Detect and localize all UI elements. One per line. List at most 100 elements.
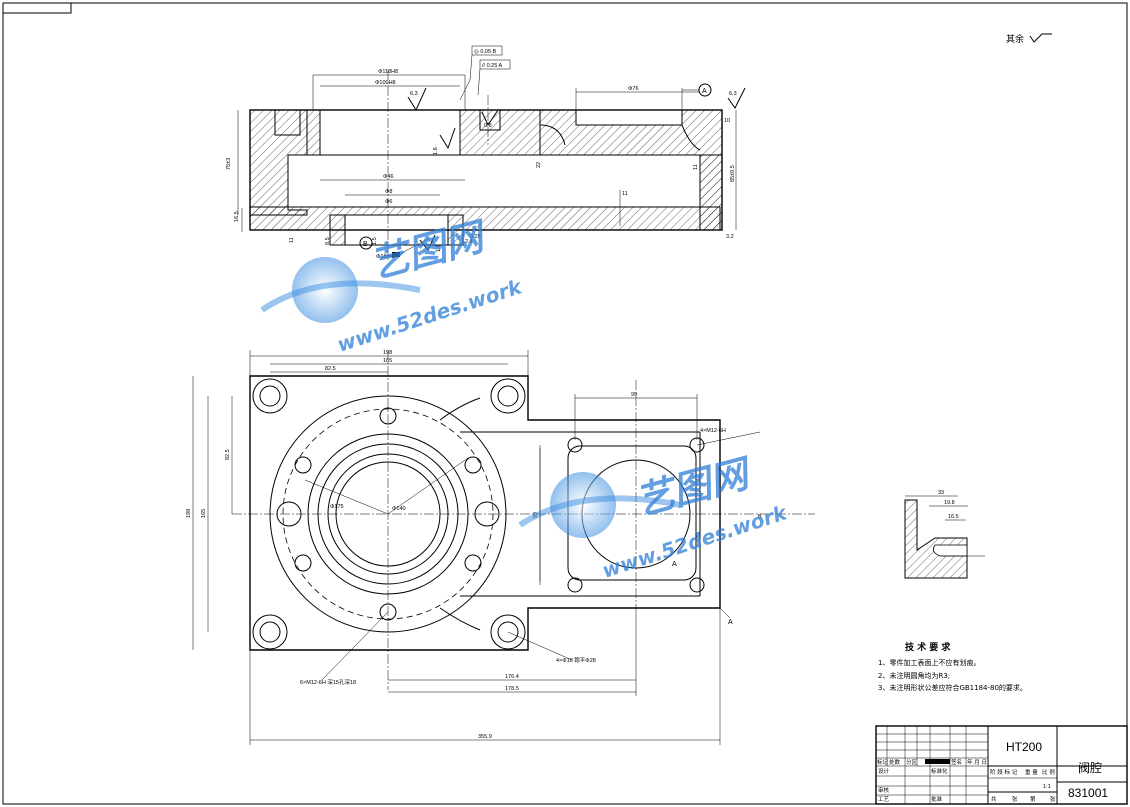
- svg-text:◎ 0.05 B: ◎ 0.05 B: [474, 49, 497, 55]
- svg-text:6.3: 6.3: [410, 91, 418, 97]
- watermark-logo: 艺图网 www.52des.work: [518, 450, 791, 583]
- svg-text:198: 198: [186, 509, 192, 518]
- svg-text:82.5: 82.5: [325, 366, 336, 372]
- svg-text:33: 33: [938, 490, 944, 496]
- svg-text:10: 10: [724, 118, 730, 124]
- square-hole: [567, 437, 583, 453]
- svg-text:Φ46: Φ46: [383, 174, 394, 180]
- svg-text:B: B: [363, 241, 368, 248]
- svg-text:Φ140: Φ140: [392, 506, 406, 512]
- svg-text:8.5: 8.5: [325, 237, 331, 245]
- svg-text:2.4: 2.4: [465, 239, 473, 245]
- svg-text:99: 99: [631, 392, 637, 398]
- svg-text:1:1: 1:1: [1043, 784, 1051, 790]
- svg-text:4×M12-6H: 4×M12-6H: [700, 428, 726, 434]
- tolerance-frame: // 0.25 A: [479, 59, 511, 70]
- svg-text:19.8: 19.8: [944, 500, 955, 506]
- datum-a: A: [682, 83, 712, 97]
- svg-text:Φ118H8: Φ118H8: [378, 69, 398, 75]
- detail-view: 33 19.8 16.5: [904, 490, 985, 579]
- svg-text:标记: 标记: [877, 758, 889, 766]
- svg-text:3.2: 3.2: [726, 234, 734, 240]
- section-view: Φ118H8 Φ100H8 Φ76 Φ46 Φ8 Φ6 75±3 16.5 11…: [226, 45, 746, 260]
- svg-text:82.5: 82.5: [225, 449, 231, 460]
- svg-text:技 术 要 求: 技 术 要 求: [905, 641, 951, 653]
- svg-text:85±0.5: 85±0.5: [730, 165, 736, 182]
- svg-text:Φ175: Φ175: [330, 504, 344, 510]
- datum-b: B: [359, 236, 373, 250]
- svg-text:165: 165: [383, 358, 392, 364]
- svg-text:Φ18m6: Φ18m6: [376, 254, 394, 260]
- svg-text:1.5: 1.5: [372, 237, 378, 245]
- svg-text:分区: 分区: [906, 758, 918, 766]
- svg-text:165: 165: [201, 509, 207, 518]
- roughness-note: 其余: [1006, 33, 1052, 45]
- svg-text:A: A: [702, 88, 707, 95]
- svg-text:16.5: 16.5: [948, 514, 959, 520]
- svg-text:审核: 审核: [878, 786, 890, 794]
- svg-text:重 量: 重 量: [1025, 768, 1038, 776]
- flange-hole: [294, 554, 312, 572]
- svg-text:11: 11: [693, 164, 699, 170]
- technical-requirements: 技 术 要 求 1、零件加工表面上不应有划痕。 2、未注明圆角均为R3; 3、未…: [878, 641, 1027, 692]
- svg-text:比 例: 比 例: [1042, 768, 1055, 776]
- svg-text:1.6: 1.6: [436, 244, 442, 252]
- plan-view: 198 165 82.5 99 198 165 82.5 99 Φ175 Φ14…: [186, 350, 815, 745]
- svg-text:6.3: 6.3: [729, 91, 737, 97]
- svg-text:年 月 日: 年 月 日: [967, 758, 987, 766]
- flange-hole: [464, 456, 482, 474]
- roughness-symbol: 1.6: [433, 127, 456, 155]
- svg-text:A: A: [672, 561, 677, 568]
- svg-text:其余: 其余: [1006, 33, 1024, 45]
- svg-text:1、零件加工表面上不应有划痕。: 1、零件加工表面上不应有划痕。: [878, 658, 980, 667]
- svg-text:阀腔: 阀腔: [1078, 760, 1102, 775]
- corner-hole: [490, 378, 526, 414]
- flange-hole: [464, 554, 482, 572]
- svg-text:Φ76: Φ76: [628, 86, 639, 92]
- flange-hole: [294, 456, 312, 474]
- svg-text:6×M12-6H 深15孔深18: 6×M12-6H 深15孔深18: [300, 678, 356, 686]
- corner-hole: [252, 614, 288, 650]
- svg-text:831001: 831001: [1068, 786, 1108, 800]
- watermark-logo: 艺图网 www.52des.work: [260, 213, 526, 357]
- svg-text:22: 22: [536, 162, 542, 168]
- svg-text:A: A: [728, 619, 733, 626]
- svg-text:355.9: 355.9: [478, 734, 492, 740]
- svg-text:HT200: HT200: [1006, 740, 1042, 754]
- svg-text:11: 11: [622, 191, 628, 197]
- svg-text:0.25: 0.25: [470, 234, 481, 240]
- svg-text:16.5: 16.5: [234, 211, 240, 222]
- svg-text:75±3: 75±3: [226, 158, 232, 170]
- svg-text:www.52des.work: www.52des.work: [599, 500, 791, 583]
- svg-text:0.8: 0.8: [484, 123, 492, 129]
- svg-text:标准化: 标准化: [931, 767, 948, 775]
- svg-text:Φ6: Φ6: [385, 199, 392, 205]
- svg-text:工艺: 工艺: [878, 796, 890, 803]
- svg-text:11: 11: [289, 237, 295, 243]
- square-hole: [689, 577, 705, 593]
- roughness-symbol: 0.8: [481, 109, 499, 129]
- svg-text:2、未注明圆角均为R3;: 2、未注明圆角均为R3;: [878, 671, 950, 680]
- svg-text:www.52des.work: www.52des.work: [334, 274, 526, 357]
- svg-text:Φ100H8: Φ100H8: [375, 80, 396, 86]
- corner-box: [2, 2, 72, 14]
- roughness-symbol: 6.3: [407, 87, 427, 112]
- svg-text:B: B: [758, 514, 762, 520]
- svg-text:阶 段 标 记: 阶 段 标 记: [990, 768, 1018, 776]
- svg-text:176.4: 176.4: [505, 674, 519, 680]
- svg-text:178.5: 178.5: [505, 686, 519, 692]
- roughness-symbol: 1.6: [419, 234, 442, 252]
- svg-text:Φ8: Φ8: [385, 189, 392, 195]
- svg-text:198: 198: [383, 350, 392, 356]
- svg-text:批准: 批准: [931, 795, 943, 803]
- svg-text:3、未注明形状公差应符合GB1184-80的要求。: 3、未注明形状公差应符合GB1184-80的要求。: [878, 683, 1027, 692]
- svg-text:张: 张: [1012, 795, 1018, 803]
- roughness-symbol: 6.3: [727, 87, 746, 109]
- svg-text:张: 张: [1050, 795, 1056, 803]
- square-hole: [567, 577, 583, 593]
- svg-text:4×Φ18 锪平Φ28: 4×Φ18 锪平Φ28: [556, 656, 596, 664]
- svg-text:签名: 签名: [951, 758, 962, 766]
- corner-hole: [252, 378, 288, 414]
- svg-text:艺图网: 艺图网: [366, 213, 492, 286]
